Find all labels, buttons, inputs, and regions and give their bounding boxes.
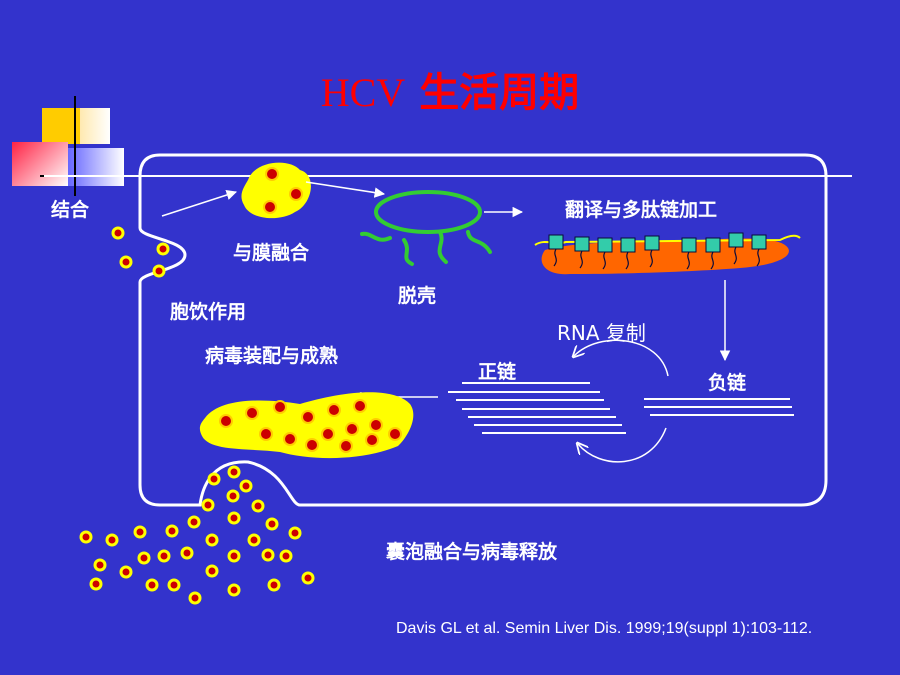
positive-strand-lines	[448, 382, 626, 434]
assembly-virion-cores	[219, 399, 402, 453]
label-binding: 结合	[51, 199, 90, 221]
citation: Davis GL et al. Semin Liver Dis. 1999;19…	[396, 620, 813, 637]
negative-strand-lines	[644, 398, 794, 416]
uncoated-rna	[360, 190, 492, 266]
title-latin: HCV	[320, 70, 406, 115]
title-cjk: 生活周期	[419, 69, 580, 116]
cell-membrane	[138, 153, 828, 507]
replication-arrow-top	[574, 339, 669, 377]
label-pinocytosis: 胞饮作用	[170, 301, 247, 323]
label-negative-strand: 负链	[708, 372, 747, 394]
released-virions	[79, 465, 315, 605]
label-positive-strand: 正链	[478, 361, 517, 383]
label-membrane-fusion: 与膜融合	[233, 242, 310, 264]
page-title: HCV 生活周期	[0, 60, 900, 118]
binding-virions	[111, 226, 170, 278]
arrow-binding-to-fusion	[161, 189, 237, 217]
label-release: 囊泡融合与病毒释放	[386, 541, 558, 563]
label-uncoating: 脱壳	[398, 285, 437, 307]
arrow-fusion-to-uncoating	[305, 181, 386, 198]
ribosome-stems	[553, 246, 760, 270]
label-assembly: 病毒装配与成熟	[205, 345, 339, 367]
label-translation: 翻译与多肽链加工	[565, 199, 718, 221]
fusing-virion	[241, 162, 311, 219]
label-rna-replication: RNA 复制	[557, 321, 646, 345]
polypeptide-chain	[534, 234, 801, 246]
fusing-virion-cores	[263, 167, 303, 214]
replication-arrow-bottom	[578, 427, 667, 463]
